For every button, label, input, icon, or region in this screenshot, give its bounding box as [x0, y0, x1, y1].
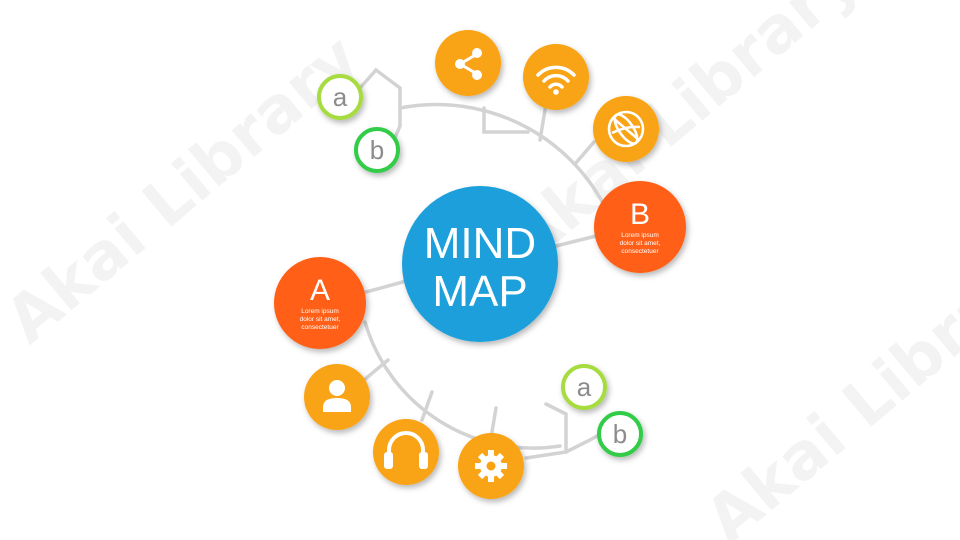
topic-b-letter: B: [630, 198, 650, 231]
topic-a-letter: A: [310, 274, 330, 307]
b-center-link: [554, 234, 598, 248]
topic-a-text-line2: dolor sit amet,: [300, 316, 341, 323]
upper-small-a-circle: [317, 74, 363, 120]
topic-a-circle: [274, 257, 366, 349]
globe-icon: [607, 110, 645, 148]
headphones-icon: [384, 431, 428, 469]
lower-small-b-label: b: [613, 419, 627, 449]
user-icon: [323, 380, 351, 412]
upper-arc: [398, 102, 614, 224]
watermark-text-3: Akai Library: [692, 221, 960, 540]
topic-a-text-line3: consectetuer: [301, 324, 339, 331]
lower-small-a-circle: [561, 364, 607, 410]
upper-small-a-label: a: [333, 82, 348, 112]
headphones-node[interactable]: [373, 419, 439, 485]
upper-small-bracket: [358, 67, 402, 142]
gear-branch: [490, 406, 498, 434]
lower-small-bracket: [524, 402, 606, 460]
center-circle: [402, 186, 558, 342]
globe-node[interactable]: [593, 96, 659, 162]
share-branch: [482, 106, 530, 134]
wifi-node[interactable]: [523, 44, 589, 110]
gear-node[interactable]: [458, 433, 524, 499]
wifi-branch: [538, 102, 548, 142]
upper-small-a-node[interactable]: a: [317, 74, 363, 120]
lower-small-a-node[interactable]: a: [561, 364, 607, 410]
headphones-circle: [373, 419, 439, 485]
share-icon: [455, 48, 482, 80]
user-branch: [362, 358, 390, 382]
share-node[interactable]: [435, 30, 501, 96]
center-node[interactable]: MIND MAP: [402, 186, 558, 342]
topic-b-circle: [594, 181, 686, 273]
upper-small-b-node[interactable]: b: [354, 127, 400, 173]
center-title-line1: MIND: [424, 219, 536, 268]
a-center-link: [364, 278, 412, 294]
topic-b-text-line1: Lorem ipsum: [621, 232, 659, 239]
gear-icon: [475, 450, 507, 482]
lower-arc: [363, 320, 562, 450]
lower-small-a-label: a: [577, 372, 592, 402]
topic-b-node[interactable]: B Lorem ipsum dolor sit amet, consectetu…: [594, 181, 686, 273]
user-node[interactable]: [304, 364, 370, 430]
headphones-branch: [420, 390, 434, 422]
lower-small-b-circle: [597, 411, 643, 457]
share-circle: [435, 30, 501, 96]
globe-branch: [573, 140, 596, 166]
upper-small-b-circle: [354, 127, 400, 173]
topic-a-node[interactable]: A Lorem ipsum dolor sit amet, consectetu…: [274, 257, 366, 349]
upper-small-b-label: b: [370, 135, 384, 165]
topic-b-text-line3: consectetuer: [621, 248, 659, 255]
wifi-icon: [536, 65, 576, 95]
user-circle: [304, 364, 370, 430]
center-title-line2: MAP: [432, 267, 527, 316]
topic-a-text-line1: Lorem ipsum: [301, 308, 339, 315]
lower-small-b-node[interactable]: b: [597, 411, 643, 457]
topic-b-text-line2: dolor sit amet,: [620, 240, 661, 247]
